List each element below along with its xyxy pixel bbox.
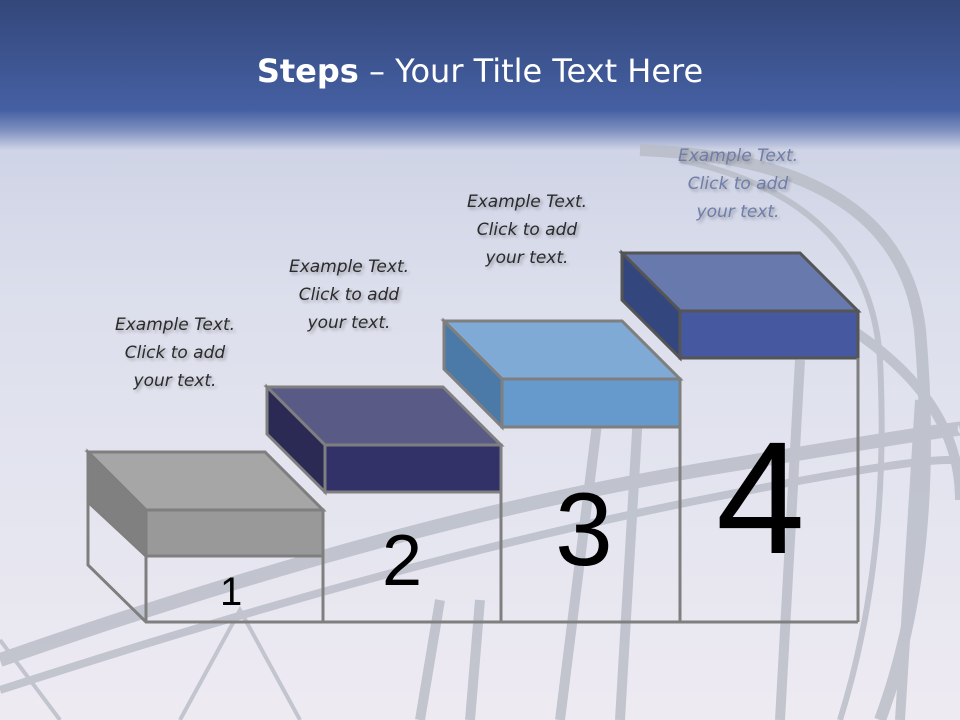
slide-title[interactable]: Steps – Your Title Text Here <box>0 52 960 90</box>
step-4-block <box>618 249 862 362</box>
step-4-number: 4 <box>716 408 805 587</box>
step-1-number: 1 <box>220 570 243 614</box>
step-2-block <box>263 383 505 496</box>
step-3-number: 3 <box>555 472 613 588</box>
title-rest: – Your Title Text Here <box>358 52 704 90</box>
roller-coaster-background <box>0 144 960 720</box>
step-frame <box>86 358 860 624</box>
step-2-number: 2 <box>382 521 423 601</box>
title-bold: Steps <box>256 52 359 90</box>
step-3-block <box>440 317 684 431</box>
step-1-block <box>84 448 327 560</box>
